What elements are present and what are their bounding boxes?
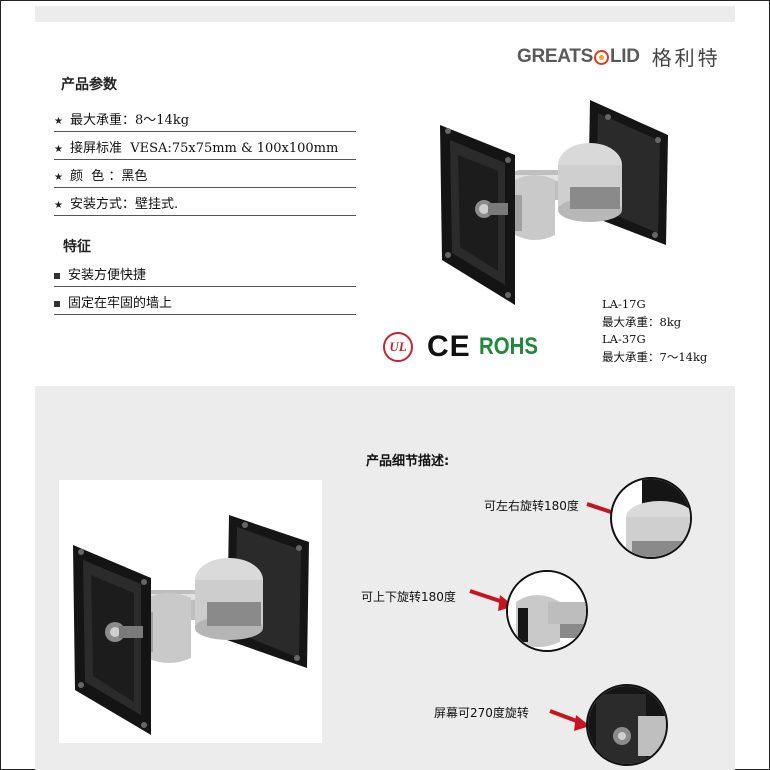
features-item-text: 安装方便快捷: [68, 268, 147, 283]
features-item-text: 固定在牢固的墙上: [68, 296, 173, 311]
features-list: 安装方便快捷 固定在牢固的墙上: [54, 259, 356, 315]
model-note-line: LA-17G: [602, 297, 646, 311]
square-bullet-icon: [54, 301, 60, 307]
top-strip: [35, 6, 735, 22]
model-note-line: LA-37G: [602, 332, 646, 346]
brand-logo-text-post: LID: [609, 45, 640, 67]
model-note-line: 最大承重：8kg: [602, 314, 682, 329]
product-image-large-card: [59, 480, 322, 743]
callout-label-rotate-screen: 屏幕可270度旋转: [434, 706, 529, 720]
zoom-detail-screen: [586, 684, 668, 766]
params-item-text: 颜 色 ：黑色: [70, 169, 148, 184]
model-note-line: 最大承重：7～14kg: [602, 349, 708, 364]
product-image-large: [73, 515, 309, 735]
params-item: ★ 最大承重：8～14kg: [54, 104, 356, 132]
rohs-cert-icon: ROHS: [478, 333, 538, 360]
params-item-text: 最大承重：8～14kg: [70, 113, 190, 128]
star-icon: ★: [54, 172, 63, 183]
brand: GREATS LID 格利特: [517, 42, 721, 71]
ul-cert-icon: UL: [383, 332, 413, 362]
params-title: 产品参数: [61, 77, 117, 93]
detail-title: 产品细节描述:: [366, 454, 450, 469]
params-item: ★ 接屏标准 VESA:75x75mm & 100x100mm: [54, 132, 356, 160]
model-notes: LA-17G 最大承重：8kg LA-37G 最大承重：7～14kg: [602, 296, 707, 366]
brand-cn-name: 格利特: [651, 46, 721, 70]
callout-label-rotate-vertical: 可上下旋转180度: [361, 590, 456, 604]
zoom-detail-horizontal: [610, 477, 692, 559]
square-bullet-icon: [54, 273, 60, 279]
brand-logo: GREATS LID: [517, 46, 640, 68]
star-icon: ★: [54, 200, 63, 211]
params-item-text: 安装方式：壁挂式.: [70, 197, 179, 212]
star-icon: ★: [54, 116, 63, 127]
features-title: 特征: [63, 239, 91, 255]
certifications: UL CE ROHS: [383, 330, 548, 364]
product-image-top: [440, 100, 668, 305]
zoom-detail-vertical: [506, 570, 588, 652]
brand-logo-text-pre: GREATS: [517, 45, 593, 67]
features-item: 固定在牢固的墙上: [54, 287, 356, 315]
ce-cert-icon: CE: [427, 330, 471, 363]
params-item: ★ 安装方式：壁挂式.: [54, 188, 356, 216]
callout-label-rotate-horizontal: 可左右旋转180度: [484, 499, 579, 513]
params-item: ★ 颜 色 ：黑色: [54, 160, 356, 188]
params-list: ★ 最大承重：8～14kg ★ 接屏标准 VESA:75x75mm & 100x…: [54, 104, 356, 216]
brand-logo-o-icon: [593, 50, 609, 65]
features-item: 安装方便快捷: [54, 259, 356, 287]
params-item-text: 接屏标准 VESA:75x75mm & 100x100mm: [70, 141, 339, 156]
star-icon: ★: [54, 144, 63, 155]
